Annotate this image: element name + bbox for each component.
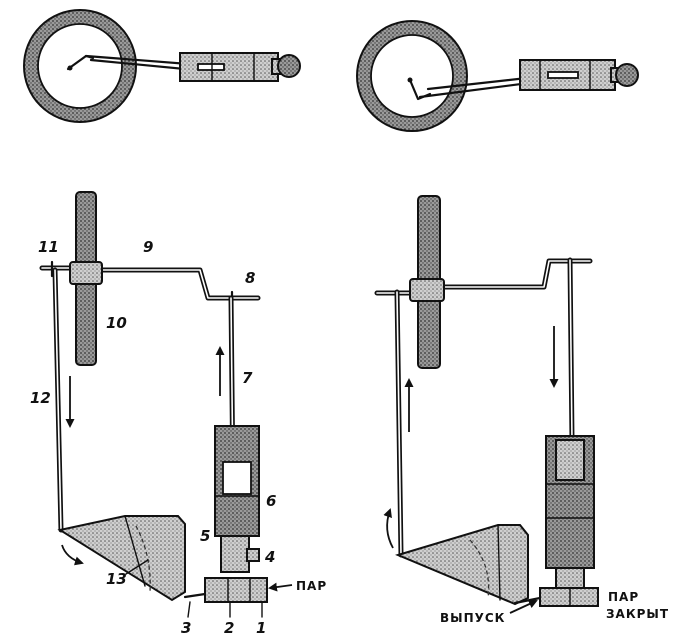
cylinder-cap-plan bbox=[277, 54, 301, 78]
label-13: 13 bbox=[106, 570, 127, 588]
piston-rod-slot bbox=[547, 71, 579, 79]
label-5: 5 bbox=[200, 527, 210, 545]
piston-cavity bbox=[222, 461, 252, 495]
exhaust-arrow bbox=[509, 599, 538, 614]
piston-rod-slot bbox=[197, 63, 225, 71]
label-steam: ПАР bbox=[608, 590, 639, 604]
flywheel-rim-inner bbox=[37, 23, 123, 109]
label-2: 2 bbox=[224, 619, 234, 637]
sector-edge bbox=[124, 515, 146, 587]
vertical-rod-12-inner bbox=[54, 269, 62, 531]
steam-inlet-arrow bbox=[268, 582, 293, 592]
label-8: 8 bbox=[245, 269, 255, 287]
bottom-left-side-view: 11 9 8 10 7 12 6 5 4 13 3 2 1 ПАР bbox=[30, 191, 327, 637]
valve-rod bbox=[513, 596, 542, 605]
label-11: 11 bbox=[38, 238, 59, 256]
crankshaft bbox=[374, 258, 593, 296]
label-12: 12 bbox=[30, 389, 51, 407]
flange-4 bbox=[246, 548, 260, 562]
cylinder-plan bbox=[179, 52, 279, 82]
sector-arc bbox=[469, 539, 490, 599]
label-1: 1 bbox=[256, 619, 266, 637]
cylinder-neck-5 bbox=[220, 535, 250, 573]
steam-valve bbox=[539, 587, 599, 607]
piston-cavity bbox=[555, 439, 585, 481]
valve-rod bbox=[183, 592, 207, 599]
label-steam: ПАР bbox=[296, 579, 327, 593]
label-9: 9 bbox=[143, 238, 153, 256]
top-right-plan-view bbox=[356, 20, 639, 132]
rotation-arrow bbox=[61, 544, 84, 566]
crank-pivot bbox=[407, 77, 413, 83]
leader-13 bbox=[125, 559, 149, 575]
flywheel-hub bbox=[69, 261, 103, 285]
rotation-arrow bbox=[383, 508, 394, 549]
label-6: 6 bbox=[266, 492, 276, 510]
piston-rod-inner bbox=[569, 259, 573, 441]
bottom-right-side-view: ВЫПУСК ПАР ЗАКРЫТ bbox=[374, 195, 669, 625]
label-3: 3 bbox=[181, 619, 191, 637]
cylinder-cap-plan bbox=[615, 63, 639, 87]
steam-valve bbox=[204, 577, 268, 603]
label-exhaust: ВЫПУСК bbox=[440, 611, 506, 625]
leader-3 bbox=[187, 601, 191, 618]
vertical-rod-inner bbox=[396, 291, 402, 556]
label-7: 7 bbox=[242, 369, 253, 387]
sector bbox=[395, 524, 529, 606]
label-10: 10 bbox=[106, 314, 127, 332]
crank-pivot bbox=[67, 65, 73, 71]
label-4: 4 bbox=[264, 548, 275, 566]
top-left-plan-view bbox=[23, 9, 301, 123]
flywheel-hub bbox=[409, 278, 445, 302]
cylinder-neck bbox=[555, 567, 585, 589]
label-closed: ЗАКРЫТ bbox=[606, 607, 669, 621]
flywheel-rim-inner bbox=[370, 34, 454, 118]
sector-edge bbox=[497, 524, 501, 601]
